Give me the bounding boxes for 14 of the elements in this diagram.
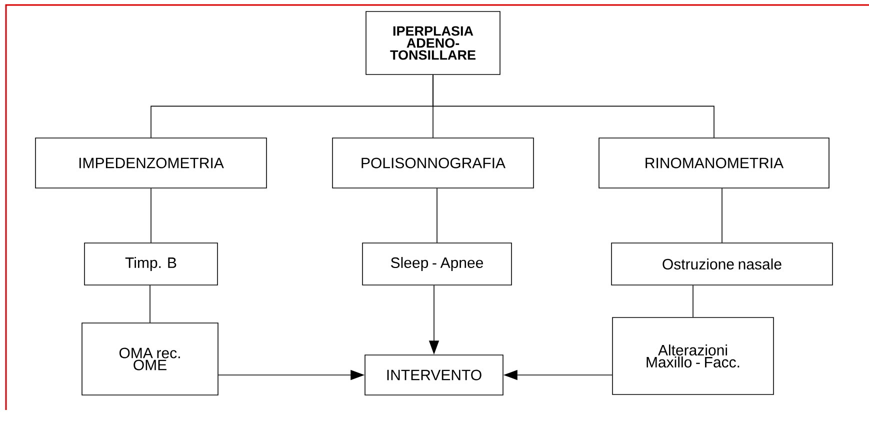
process-box: Ostruzione nasale	[611, 242, 833, 286]
process-box: Timp. B	[84, 242, 218, 286]
process-box: RINOMANOMETRIA	[598, 138, 830, 188]
connector	[150, 188, 152, 243]
connector	[436, 188, 438, 243]
process-box: IMPEDENZOMETRIA	[35, 138, 267, 188]
process-box: Alterazioni Maxillo - Facc.	[612, 317, 774, 395]
process-box: IPERPLASIA ADENO-TONSILLARE	[366, 11, 500, 75]
connector	[432, 74, 714, 138]
process-box: INTERVENTO	[364, 354, 504, 396]
connector	[692, 285, 694, 318]
process-box: POLISONNOGRAFIA	[332, 138, 534, 188]
process-box: Sleep - Apnee	[362, 242, 512, 286]
process-box: OMA rec. OME	[82, 322, 218, 396]
